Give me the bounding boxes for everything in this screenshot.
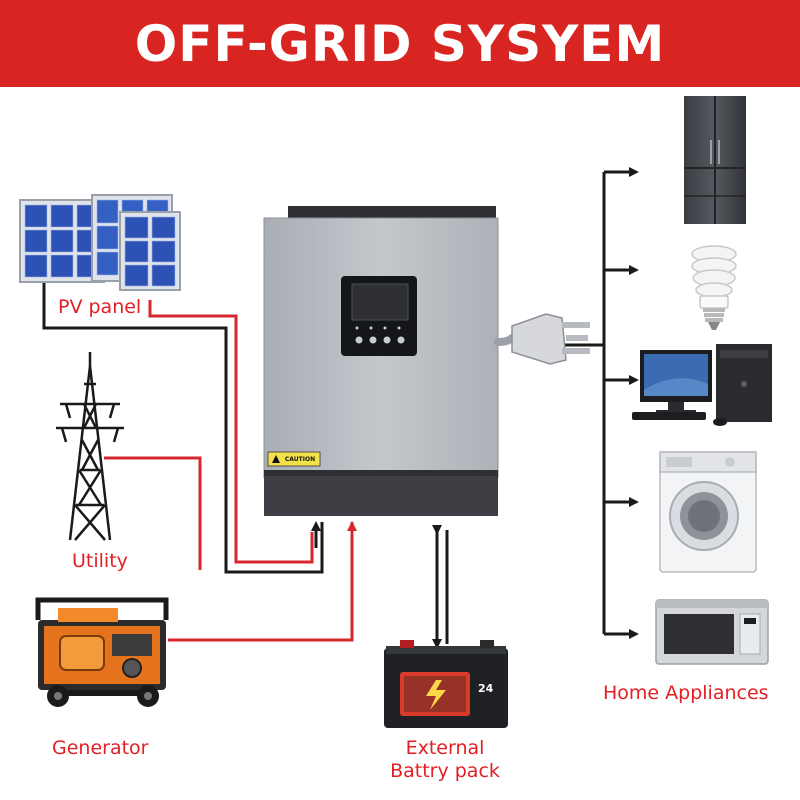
utility-wires [104, 456, 202, 570]
home-appliances-label: Home Appliances [603, 682, 769, 704]
appliance-bus [560, 167, 639, 639]
transmission-tower-icon [56, 352, 124, 541]
inverter-input-arrows [311, 521, 357, 548]
generator-wires [168, 522, 354, 642]
page-title: OFF-GRID SYSYEM [134, 14, 666, 73]
battery-label-line2: Battry pack [390, 760, 500, 782]
battery-wires [432, 525, 449, 649]
pv-panel-label: PV panel [58, 296, 142, 318]
refrigerator-icon [684, 96, 746, 224]
generator-icon [35, 597, 169, 707]
light-bulb-icon [691, 245, 737, 330]
washing-machine-icon [659, 451, 757, 573]
title-banner: OFF-GRID SYSYEM [0, 0, 800, 87]
utility-label: Utility [72, 550, 128, 572]
desktop-computer-icon [632, 344, 772, 426]
caution-label: CAUTION [285, 456, 315, 463]
inverter-icon: CAUTION [263, 206, 499, 516]
generator-label: Generator [52, 737, 149, 759]
battery-label-line1: External [405, 737, 485, 759]
battery-capacity: 24 [478, 682, 494, 695]
microwave-icon [655, 599, 769, 665]
battery-label: External Battry pack [385, 737, 505, 783]
solar-panel-icon [19, 194, 181, 291]
battery-icon: 24 [384, 640, 508, 728]
pv-wires [42, 282, 324, 574]
plug-icon [494, 313, 590, 365]
